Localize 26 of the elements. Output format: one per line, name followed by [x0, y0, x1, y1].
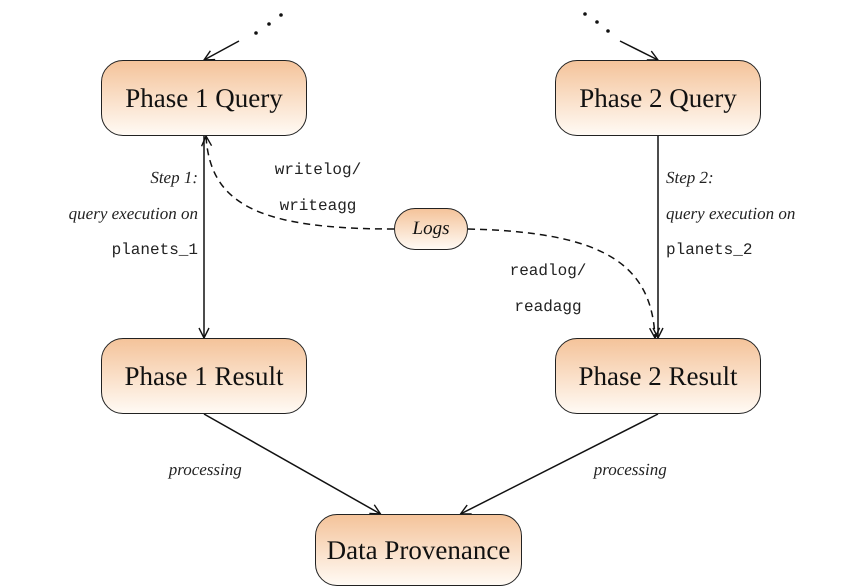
edge-label: writelog/ writeagg — [274, 160, 362, 216]
rounded-box — [555, 60, 761, 136]
edge-label: processing — [592, 459, 668, 481]
rounded-box — [555, 338, 761, 414]
edge-label: readlog/ readagg — [508, 260, 588, 318]
dashed-arrow — [202, 135, 394, 230]
node-label: Phase 1 Query — [125, 82, 283, 114]
arrow — [204, 413, 382, 515]
edge-label: Step 2: query execution on planets_2 — [666, 167, 796, 261]
edge-label: Step 1: query execution on planets_1 — [68, 167, 198, 261]
arrow — [203, 40, 240, 61]
arrow — [620, 40, 659, 61]
rounded-box — [315, 514, 522, 586]
node-label: Phase 2 Result — [578, 360, 738, 392]
arrow — [652, 136, 664, 339]
node-label: Data Provenance — [326, 534, 510, 566]
rounded-node — [394, 208, 468, 250]
edge-label: processing — [166, 459, 243, 481]
rounded-box — [101, 60, 307, 136]
dashed-arrow — [468, 228, 660, 339]
arrow — [198, 136, 210, 339]
arrow — [460, 413, 658, 515]
rounded-box — [101, 338, 307, 414]
node-label: Logs — [412, 218, 450, 240]
node-label: Phase 1 Result — [124, 360, 284, 392]
node-label: Phase 2 Query — [579, 82, 737, 114]
